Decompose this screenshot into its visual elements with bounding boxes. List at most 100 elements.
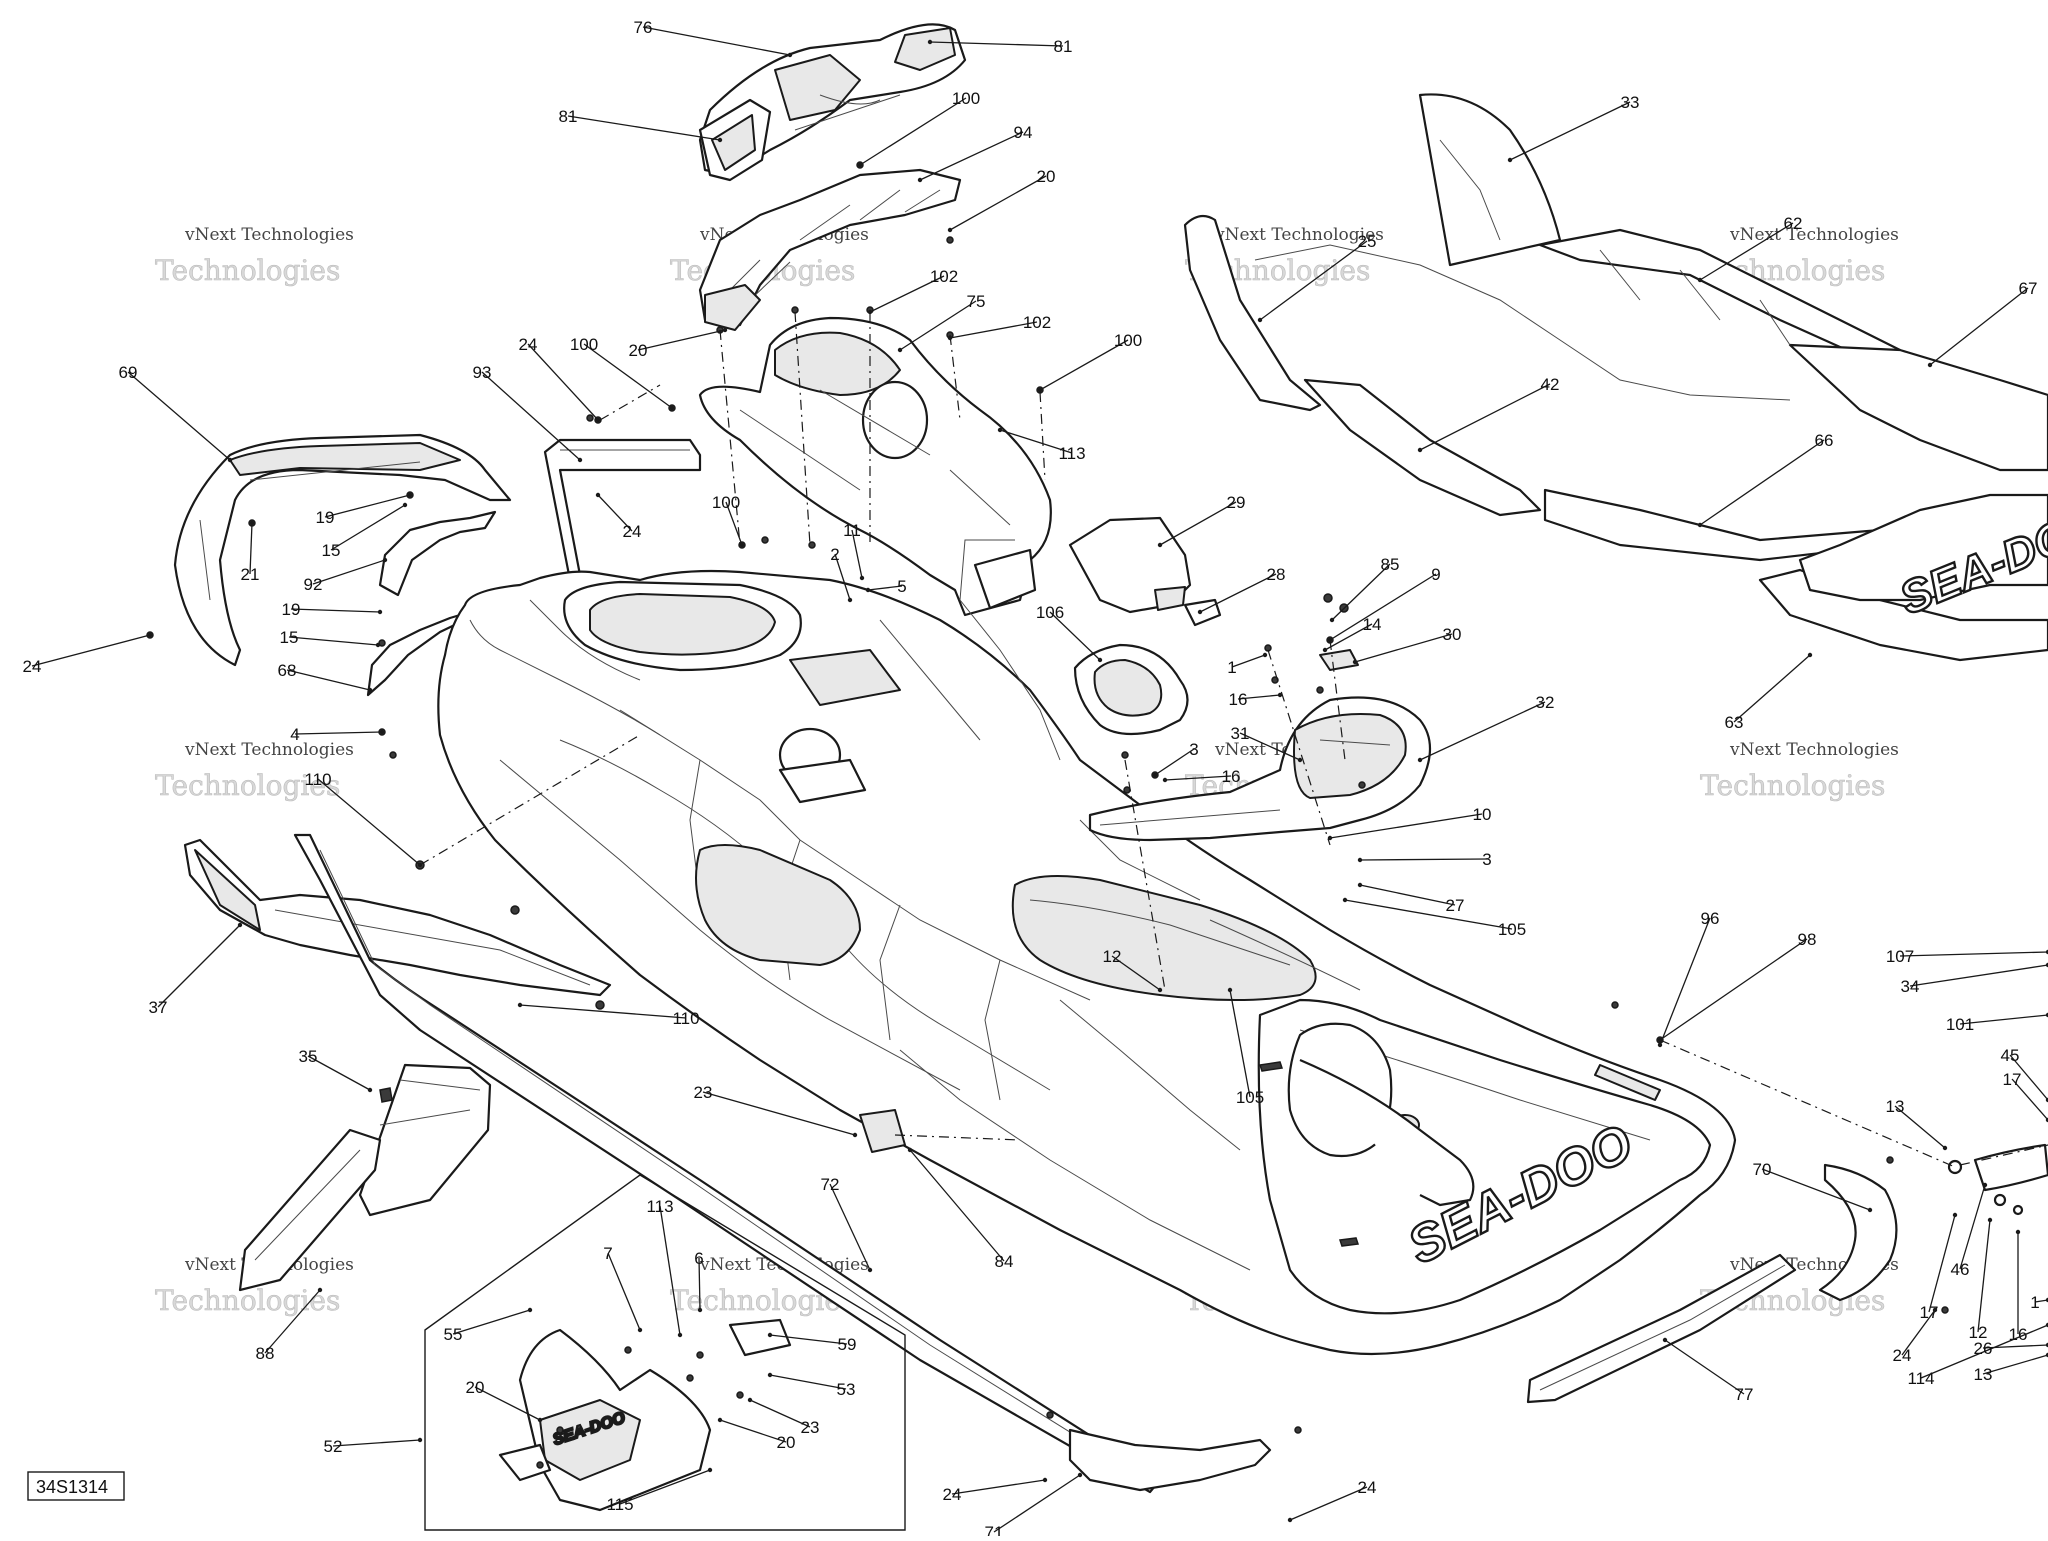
callout-leader-line (527, 343, 599, 421)
callout-number: 106 (1036, 603, 1064, 622)
callout-leader-line (919, 131, 1024, 181)
callout: 14 (1322, 615, 1381, 653)
callout-number: 12 (1969, 1323, 1988, 1342)
callout-arrowhead (947, 335, 953, 341)
callout: 24 (1287, 1478, 1376, 1523)
callout: 20 (629, 327, 728, 360)
callout: 46 (1951, 1182, 1988, 1279)
callout: 110 (304, 770, 423, 868)
cover-plate (1068, 516, 1192, 614)
callout-arrowhead (1287, 1517, 1293, 1523)
callout-arrowhead (2045, 1012, 2048, 1018)
callout-number: 45 (2001, 1046, 2020, 1065)
callout-arrowhead (1507, 157, 1513, 163)
callout: 100 (712, 493, 745, 548)
callout-leader-line (725, 501, 743, 546)
callout: 1 (1227, 652, 1268, 677)
callout: 30 (1352, 625, 1461, 665)
callout-arrowhead (1932, 1307, 1938, 1313)
callout-arrowhead (595, 492, 601, 498)
assembly-lines (419, 311, 2048, 1168)
callout-arrowhead (367, 1087, 373, 1093)
callout-leader-line (719, 1419, 787, 1443)
callout-arrowhead (767, 1332, 773, 1338)
callout-arrowhead (417, 1437, 423, 1443)
callout-number: 9 (1431, 565, 1440, 584)
callout-arrowhead (907, 1147, 913, 1153)
callout: 29 (1157, 493, 1245, 548)
callout-number: 2 (830, 545, 839, 564)
callout-leader-line (1159, 501, 1237, 546)
callout-leader-line (249, 522, 253, 575)
callout-number: 75 (967, 292, 986, 311)
callout: 25 (1257, 232, 1376, 323)
callout: 15 (322, 502, 408, 560)
callout: 52 (324, 1437, 423, 1456)
callout-leader-line (829, 1183, 871, 1271)
callout: 66 (1697, 431, 1833, 528)
callout-number: 3 (1189, 740, 1198, 759)
watermark-small-text: vNext Technologies (184, 225, 354, 245)
callout-arrowhead (377, 609, 383, 615)
callout-number: 7 (603, 1244, 612, 1263)
callout-number: 114 (1907, 1369, 1934, 1388)
callout-arrowhead (1357, 857, 1363, 863)
callout-arrowhead (927, 39, 933, 45)
callout-leader-line (1899, 951, 2048, 957)
callout: 20 (466, 1378, 543, 1423)
callout-arrowhead (249, 520, 255, 526)
callout-arrowhead (1277, 692, 1283, 698)
callout-arrowhead (2045, 1297, 2048, 1303)
callout-arrowhead (847, 597, 853, 603)
callout-leader-line (1929, 287, 2029, 366)
callout: 2 (830, 545, 853, 603)
callout-number: 62 (1784, 214, 1803, 233)
callout-number: 24 (519, 335, 538, 354)
callout: 31 (1231, 724, 1303, 763)
callout-arrowhead (237, 922, 243, 928)
callout-arrowhead (1942, 1145, 1948, 1151)
callout: 17 (1920, 1212, 1958, 1322)
callout-arrowhead (787, 52, 793, 58)
callout-number: 3 (1482, 850, 1491, 869)
callout-arrowhead (1697, 277, 1703, 283)
callout: 76 (634, 18, 793, 58)
callout-leader-line (1659, 938, 1808, 1041)
callout: 13 (1886, 1097, 1948, 1151)
callout-arrowhead (1037, 387, 1043, 393)
callout: 94 (917, 123, 1032, 183)
callout: 11 (843, 521, 865, 581)
side-bracket (543, 438, 702, 582)
callout-leader-line (1111, 955, 1161, 991)
callout: 35 (299, 1047, 373, 1093)
callout-number: 55 (444, 1325, 463, 1344)
callout-number: 70 (1753, 1160, 1772, 1179)
callout-leader-line (659, 1205, 681, 1336)
callout-leader-line (1928, 1214, 1956, 1313)
callout-leader-line (1199, 573, 1277, 613)
callout: 69 (119, 363, 233, 463)
callout-arrowhead (379, 729, 385, 735)
callout: 81 (927, 37, 1072, 56)
callout-number: 69 (119, 363, 138, 382)
callout: 77 (1662, 1337, 1753, 1404)
callout: 81 (559, 107, 723, 143)
callout-arrowhead (1987, 1217, 1993, 1223)
callout: 96 (1657, 909, 1719, 1048)
callout-leader-line (749, 1399, 811, 1428)
callout-arrowhead (1417, 757, 1423, 763)
callout-number: 6 (694, 1249, 703, 1268)
callout-leader-line (2011, 1078, 2048, 1121)
callout-number: 13 (1974, 1365, 1993, 1384)
callout-leader-line (1049, 611, 1101, 661)
callout-number: 12 (1103, 947, 1122, 966)
callout-arrowhead (1657, 1037, 1663, 1043)
callout-leader-line (1659, 917, 1711, 1046)
callout: 75 (897, 292, 986, 353)
callout-number: 20 (1037, 167, 1056, 186)
callout-number: 17 (1920, 1303, 1939, 1322)
callout-leader-line (1229, 989, 1251, 1098)
callout: 62 (1697, 214, 1803, 283)
callout-arrowhead (1322, 647, 1328, 653)
callout-number: 20 (466, 1378, 485, 1397)
